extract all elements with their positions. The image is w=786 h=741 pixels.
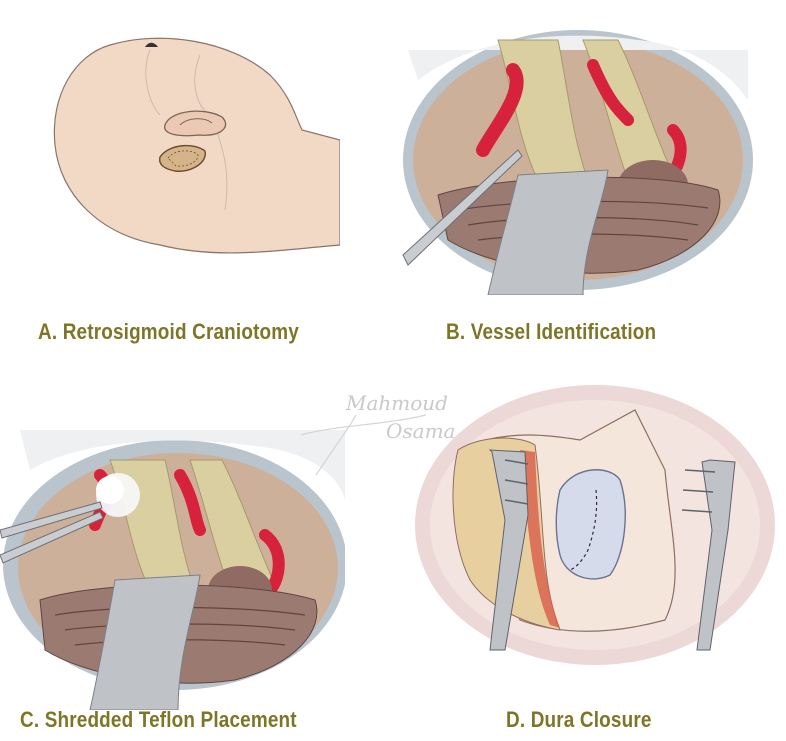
signature-flourish xyxy=(300,414,427,476)
surgical-field-b xyxy=(402,30,753,295)
surgical-field-d xyxy=(415,385,775,665)
retractor-right-icon xyxy=(681,459,736,651)
panel-b-vessel-identification xyxy=(398,10,758,295)
caption-d: D. Dura Closure xyxy=(506,707,652,732)
retractor-left-icon xyxy=(488,449,529,651)
dural-patch-icon xyxy=(555,469,626,580)
panel-d-dura-closure xyxy=(410,380,780,670)
caption-c: C. Shredded Teflon Placement xyxy=(20,707,297,732)
signature-line2: Osama xyxy=(386,419,456,443)
retractor-icon xyxy=(89,574,201,710)
teflon-pledget-icon xyxy=(96,473,140,517)
panel-a-retrosigmoid-craniotomy xyxy=(40,35,340,275)
panel-c-shredded-teflon-placement xyxy=(0,430,345,710)
surgical-field-c xyxy=(0,430,345,710)
caption-b: B. Vessel Identification xyxy=(446,319,657,344)
craniotomy-site-icon xyxy=(158,144,206,172)
ear-icon xyxy=(164,110,227,137)
dissector-instrument-icon xyxy=(402,149,523,266)
head-illustration xyxy=(53,37,340,254)
retractor-icon xyxy=(487,169,609,295)
signature-watermark: Mahmoud Osama xyxy=(296,385,466,480)
caption-a: A. Retrosigmoid Craniotomy xyxy=(38,319,299,344)
forceps-icon xyxy=(0,501,104,564)
signature-line1: Mahmoud xyxy=(346,391,448,415)
